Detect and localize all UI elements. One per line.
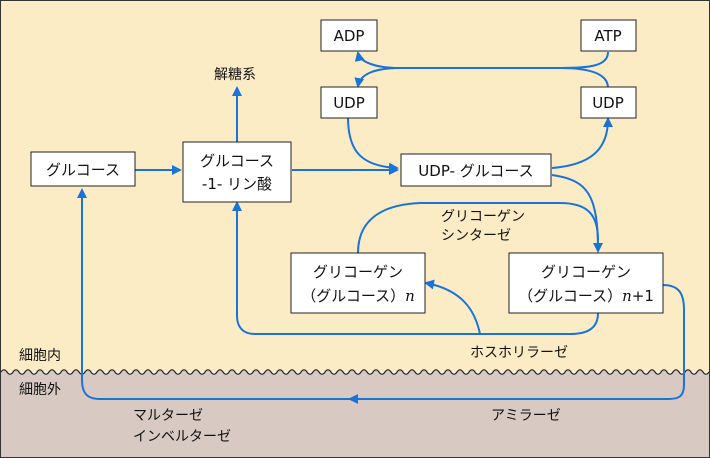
cell-exterior-region (1, 369, 709, 457)
node-glucose-label: グルコース (46, 161, 120, 179)
node-glycogen-n-line2-prefix: （グルコース） (301, 287, 405, 305)
label-extracellular: 細胞外 (19, 382, 61, 398)
label-maltase: マルターゼ (133, 408, 203, 424)
node-glycogen-n-plus-1: グリコーゲン （グルコース）n+1 (508, 252, 664, 314)
label-invertase: インベルターゼ (133, 429, 231, 445)
label-amylase: アミラーゼ (491, 408, 561, 424)
label-intracellular: 細胞内 (19, 348, 61, 364)
node-udp-glucose: UDP- グルコース (400, 153, 552, 187)
node-udp-right-label: UDP (592, 94, 624, 112)
node-adp: ADP (320, 19, 378, 52)
arrow-phosphorylase-to-glycogen-n (424, 279, 481, 335)
node-glycogen-n1-line2-suffix: +1 (632, 287, 654, 305)
node-glycogen-n: グリコーゲン （グルコース）n (290, 252, 426, 314)
arrow-udp-right-to-udp-left (354, 67, 609, 89)
flow-arrows (77, 51, 685, 404)
node-glycogen-n1-line2-prefix: （グルコース） (518, 287, 622, 305)
node-glycogen-n-line2: （グルコース）n (301, 287, 415, 305)
label-glycolysis: 解糖系 (214, 67, 256, 83)
arrow-phosphorylase-to-g1p (232, 201, 599, 335)
label-phosphorylase: ホスホリラーゼ (470, 345, 568, 361)
cell-membrane-line (0, 369, 710, 375)
arrow-udpglucose-to-udp-right (551, 117, 613, 169)
label-glycogen-synthase-line2: シンターゼ (441, 228, 511, 244)
node-atp-label: ATP (594, 27, 621, 45)
arrow-glycogen-n-synthase-loop (357, 202, 599, 254)
node-glycogen-n1-line2: （グルコース）n+1 (518, 287, 654, 305)
arrow-amylase-to-glucose (77, 188, 685, 400)
node-g1p-label-line1: グルコース (200, 152, 274, 170)
arrow-udp-left-to-udpglucose (347, 116, 399, 173)
node-udp-left: UDP (320, 86, 378, 119)
label-glycogen-synthase-line1: グリコーゲン (441, 209, 525, 225)
node-adp-label: ADP (334, 27, 365, 45)
node-udp-left-label: UDP (333, 94, 365, 112)
node-glycogen-n1-line2-var: n (622, 287, 632, 305)
node-atp: ATP (580, 19, 637, 52)
node-glycogen-n1-line1: グリコーゲン (541, 263, 631, 281)
node-glucose-1-phosphate: グルコース -1- リン酸 (182, 141, 292, 203)
node-glycogen-n-line1: グリコーゲン (313, 263, 403, 281)
node-glycogen-n-line2-var: n (405, 287, 415, 305)
node-glucose: グルコース (30, 151, 136, 187)
node-udp-right: UDP (580, 86, 637, 119)
node-g1p-label-line2: -1- リン酸 (202, 175, 272, 193)
node-udp-glucose-label: UDP- グルコース (418, 162, 533, 180)
